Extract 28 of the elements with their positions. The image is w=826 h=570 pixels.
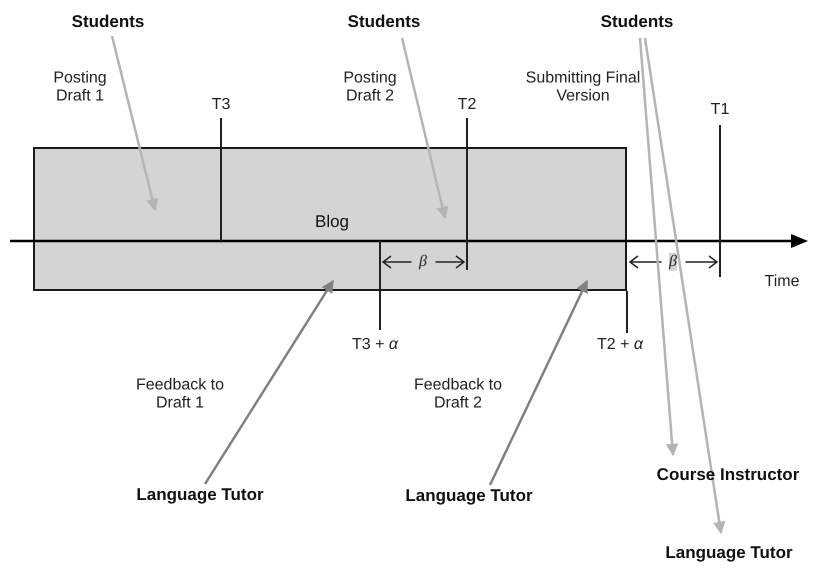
annotation-text: T3 xyxy=(212,96,230,114)
actor-label: Students xyxy=(72,12,144,32)
actor-label: Students xyxy=(600,12,674,32)
actor-label: Language Tutor xyxy=(136,485,264,505)
dimension-label: β xyxy=(669,252,677,272)
annotation-text: T1 xyxy=(710,100,730,120)
arrow xyxy=(488,280,588,486)
arrow xyxy=(110,36,158,212)
actor-label: Course Instructor xyxy=(656,465,800,485)
arrow xyxy=(644,38,726,534)
annotation-text: Posting Draft 2 xyxy=(342,70,398,106)
annotation-text: T3 + α xyxy=(352,336,398,354)
annotation-text: T2 xyxy=(458,96,476,114)
annotation-text: Feedback to Draft 2 xyxy=(412,376,504,414)
annotation-text: T2 + α xyxy=(596,336,644,354)
actor-label: Language Tutor xyxy=(405,486,533,506)
arrow xyxy=(400,38,448,220)
actor-label: Language Tutor xyxy=(665,543,793,563)
blog-timeline-box xyxy=(33,147,627,291)
annotation-text: Feedback to Draft 1 xyxy=(134,376,226,414)
arrow xyxy=(204,280,334,485)
blog-label: Blog xyxy=(314,212,350,232)
arrow xyxy=(638,38,678,456)
actor-label: Students xyxy=(348,12,420,32)
annotation-text: Submitting Final Version xyxy=(524,70,642,106)
dimension-label: β xyxy=(419,252,427,272)
annotation-text: Posting Draft 1 xyxy=(52,70,108,106)
annotation-text: Time xyxy=(764,272,800,292)
